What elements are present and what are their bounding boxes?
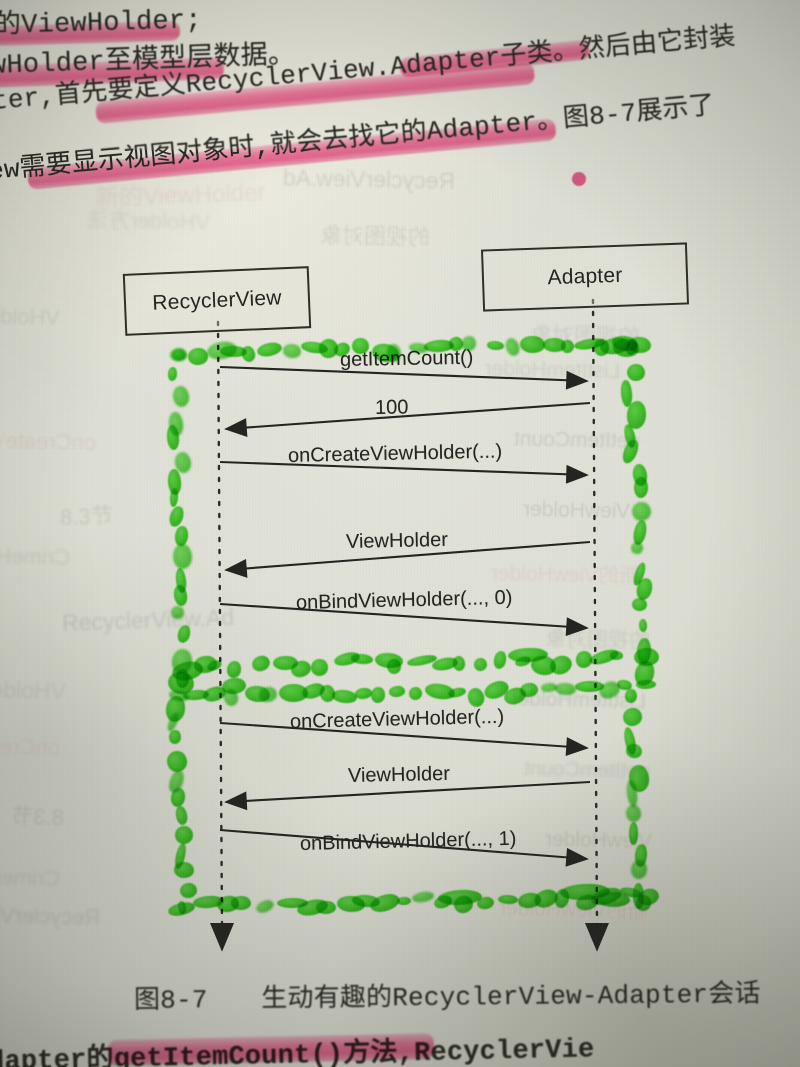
figure-caption: 图8-7 生动有趣的RecyclerView-Adapter会话 <box>134 972 761 1016</box>
message-arrow-4 <box>224 540 591 578</box>
message-arrow-3 <box>219 460 589 484</box>
message-arrow-8 <box>219 828 589 867</box>
message-label-2: 100 <box>374 396 409 419</box>
message-arrow-1 <box>219 365 589 390</box>
participant-label-adapter: Adapter <box>547 263 623 290</box>
message-label-1: getItemCount() <box>339 346 474 371</box>
message-arrow-5 <box>219 602 589 637</box>
pink-highlighter-dot <box>572 172 586 186</box>
message-arrow-2 <box>224 401 591 437</box>
message-arrow-6 <box>219 721 589 757</box>
message-label-4: ViewHolder <box>345 528 449 553</box>
participant-label-recyclerview: RecyclerView <box>151 286 283 315</box>
lifeline-recyclerview <box>210 320 234 952</box>
participant-box-recyclerview: RecyclerView <box>122 266 312 336</box>
message-label-7: ViewHolder <box>347 762 451 787</box>
figure-caption-text: 生动有趣的RecyclerView-Adapter会话 <box>261 979 761 1015</box>
message-label-3: onCreateViewHolder(...) <box>287 440 503 467</box>
participant-box-adapter: Adapter <box>480 242 690 312</box>
lifeline-adapter <box>585 298 609 952</box>
figure-caption-number: 图8-7 <box>133 985 208 1016</box>
message-arrow-7 <box>224 780 591 811</box>
